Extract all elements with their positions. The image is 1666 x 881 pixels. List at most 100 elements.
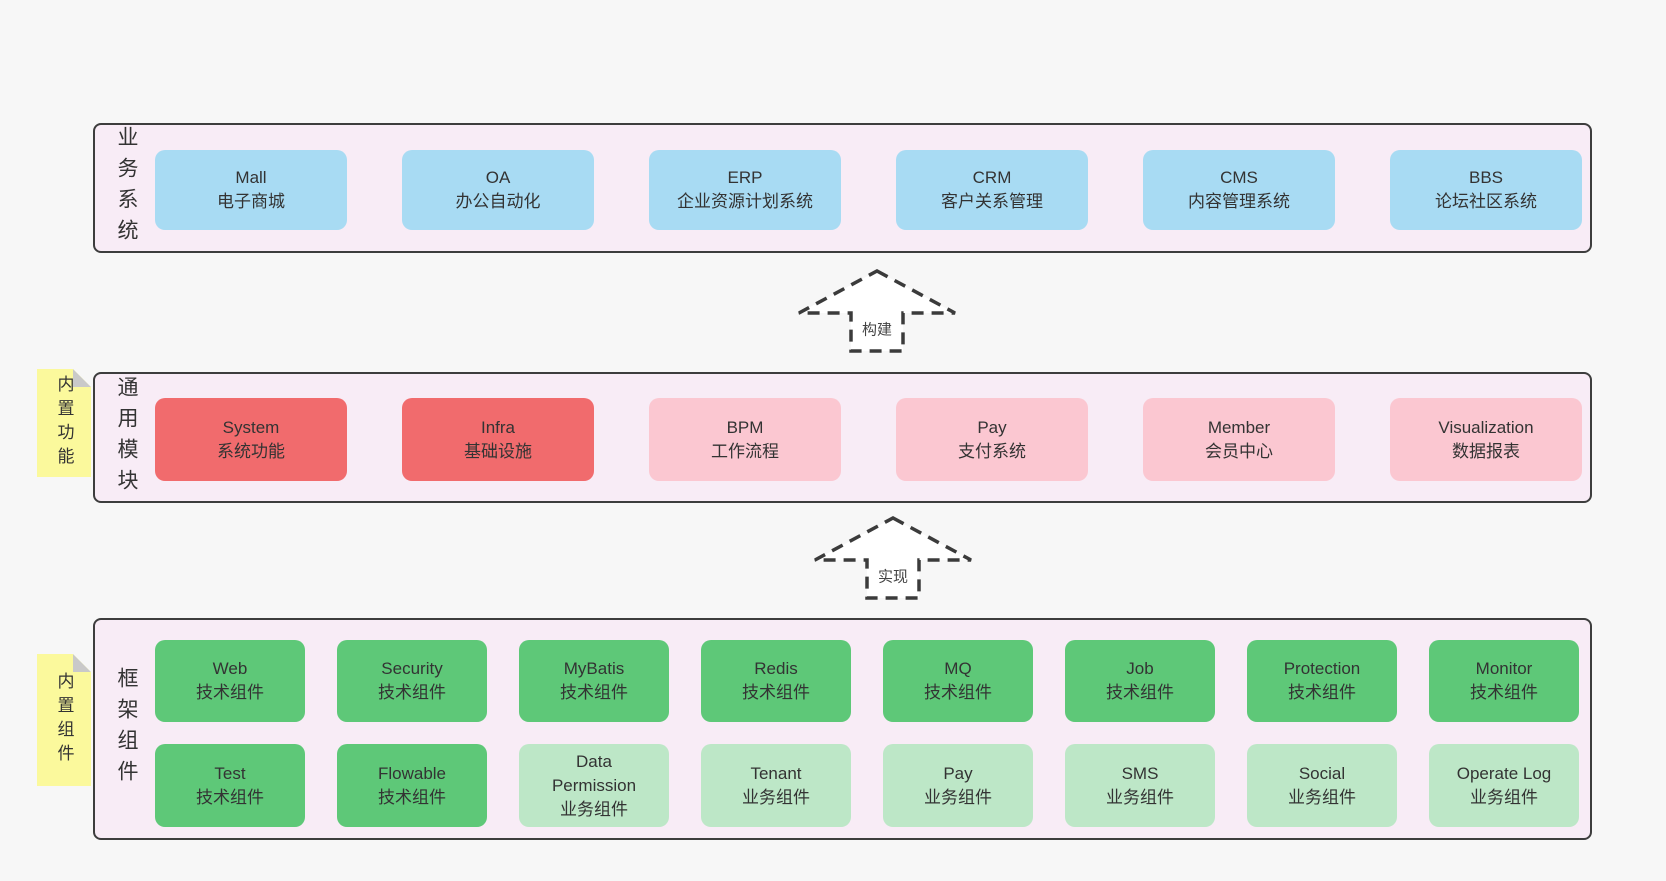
box-title: Infra — [480, 417, 516, 437]
folded-corner-icon — [73, 654, 91, 672]
box-title: Mall — [235, 168, 267, 187]
box-pay-system: Pay 支付系统 — [896, 398, 1088, 481]
box-data-permission: Data Permission 业务组件 — [519, 744, 669, 827]
box-title: Tenant — [750, 763, 802, 783]
box-subtitle: 基础设施 — [464, 441, 532, 461]
box-social: Social 业务组件 — [1247, 744, 1397, 827]
sticky-note-text: 内置组件 — [54, 672, 74, 768]
box-subtitle: 办公自动化 — [455, 192, 541, 211]
box-mybatis: MyBatis 技术组件 — [519, 640, 669, 722]
box-subtitle: 技术组件 — [1288, 683, 1356, 702]
box-subtitle: 数据报表 — [1452, 441, 1520, 461]
box-mall: Mall 电子商城 — [155, 150, 347, 230]
box-job: Job 技术组件 — [1065, 640, 1215, 722]
box-subtitle: 技术组件 — [196, 683, 264, 702]
box-title: Web — [212, 659, 248, 678]
sticky-note-built-in-components: 内置组件 — [37, 654, 91, 786]
band-business-systems: 业务系统 Mall 电子商城 OA 办公自动化 ERP 企业资源计划系统 CRM… — [93, 123, 1592, 253]
box-title: Social — [1298, 763, 1346, 783]
box-flowable: Flowable 技术组件 — [337, 744, 487, 827]
sticky-note-built-in-features: 内置功能 — [37, 369, 91, 477]
box-bpm: BPM 工作流程 — [649, 398, 841, 481]
box-title: CMS — [1220, 168, 1258, 187]
box-title: BBS — [1468, 168, 1504, 187]
box-subtitle: 论坛社区系统 — [1435, 192, 1537, 211]
box-cms: CMS 内容管理系统 — [1143, 150, 1335, 230]
box-title: OA — [485, 168, 511, 187]
box-subtitle: 技术组件 — [560, 683, 628, 702]
box-subtitle: 内容管理系统 — [1188, 192, 1290, 211]
up-arrow-icon — [798, 269, 956, 353]
arrow-label: 实现 — [875, 565, 911, 587]
box-visualization: Visualization 数据报表 — [1390, 398, 1582, 481]
box-erp: ERP 企业资源计划系统 — [649, 150, 841, 230]
box-subtitle: 技术组件 — [378, 787, 446, 807]
box-sms: SMS 业务组件 — [1065, 744, 1215, 827]
box-title: System — [222, 417, 280, 437]
box-title: Job — [1126, 659, 1154, 678]
box-title: CRM — [972, 168, 1012, 187]
box-monitor: Monitor 技术组件 — [1429, 640, 1579, 722]
band-common-modules: 通用模块 System 系统功能 Infra 基础设施 BPM 工作流程 Pay… — [93, 372, 1592, 503]
box-title: Security — [381, 659, 443, 678]
up-arrow-icon — [814, 516, 972, 600]
box-oa: OA 办公自动化 — [402, 150, 594, 230]
box-system: System 系统功能 — [155, 398, 347, 481]
box-title: ERP — [727, 168, 763, 187]
box-subtitle: 工作流程 — [711, 441, 779, 461]
arrow-label: 构建 — [859, 318, 895, 340]
box-subtitle: 技术组件 — [924, 683, 992, 702]
box-title: Pay — [977, 417, 1007, 437]
box-subtitle: 业务组件 — [1470, 787, 1538, 807]
box-subtitle: 业务组件 — [560, 799, 628, 819]
box-title: Pay — [943, 763, 973, 783]
box-subtitle: 客户关系管理 — [941, 192, 1043, 211]
folded-corner-icon — [73, 369, 91, 387]
band-label-business-systems: 业务系统 — [115, 126, 138, 250]
arrow-build: 构建 — [792, 267, 962, 355]
box-subtitle: 系统功能 — [217, 441, 285, 461]
box-subtitle: 电子商城 — [217, 192, 285, 211]
arrow-implement: 实现 — [808, 514, 978, 602]
box-subtitle: 会员中心 — [1205, 441, 1273, 461]
box-subtitle: 业务组件 — [742, 787, 810, 807]
box-operate-log: Operate Log 业务组件 — [1429, 744, 1579, 827]
box-crm: CRM 客户关系管理 — [896, 150, 1088, 230]
box-subtitle: 技术组件 — [196, 787, 264, 807]
box-protection: Protection 技术组件 — [1247, 640, 1397, 722]
box-pay-biz: Pay 业务组件 — [883, 744, 1033, 827]
box-subtitle: 企业资源计划系统 — [677, 192, 813, 211]
box-title: Operate Log — [1456, 763, 1552, 783]
box-web: Web 技术组件 — [155, 640, 305, 722]
box-title: Data Permission — [551, 751, 637, 795]
band-label-common-modules: 通用模块 — [115, 375, 138, 500]
box-title: MyBatis — [563, 659, 625, 678]
box-subtitle: 业务组件 — [1288, 787, 1356, 807]
box-title: Visualization — [1438, 417, 1534, 437]
box-redis: Redis 技术组件 — [701, 640, 851, 722]
box-infra: Infra 基础设施 — [402, 398, 594, 481]
box-subtitle: 技术组件 — [742, 683, 810, 702]
box-tenant: Tenant 业务组件 — [701, 744, 851, 827]
box-subtitle: 业务组件 — [1106, 787, 1174, 807]
box-mq: MQ 技术组件 — [883, 640, 1033, 722]
box-title: Flowable — [377, 763, 447, 783]
box-subtitle: 技术组件 — [1106, 683, 1174, 702]
box-title: SMS — [1121, 763, 1159, 783]
box-title: MQ — [944, 659, 972, 678]
box-title: BPM — [726, 417, 764, 437]
box-member: Member 会员中心 — [1143, 398, 1335, 481]
sticky-note-text: 内置功能 — [54, 375, 74, 471]
box-subtitle: 技术组件 — [1470, 683, 1538, 702]
box-subtitle: 技术组件 — [378, 683, 446, 702]
box-title: Member — [1207, 417, 1271, 437]
box-bbs: BBS 论坛社区系统 — [1390, 150, 1582, 230]
box-subtitle: 支付系统 — [958, 441, 1026, 461]
box-title: Test — [214, 763, 246, 783]
band-framework-components: 框架组件 Web 技术组件 Security 技术组件 MyBatis 技术组件… — [93, 618, 1592, 840]
box-subtitle: 业务组件 — [924, 787, 992, 807]
box-test: Test 技术组件 — [155, 744, 305, 827]
band-label-framework-components: 框架组件 — [115, 667, 138, 791]
box-title: Monitor — [1475, 659, 1533, 678]
